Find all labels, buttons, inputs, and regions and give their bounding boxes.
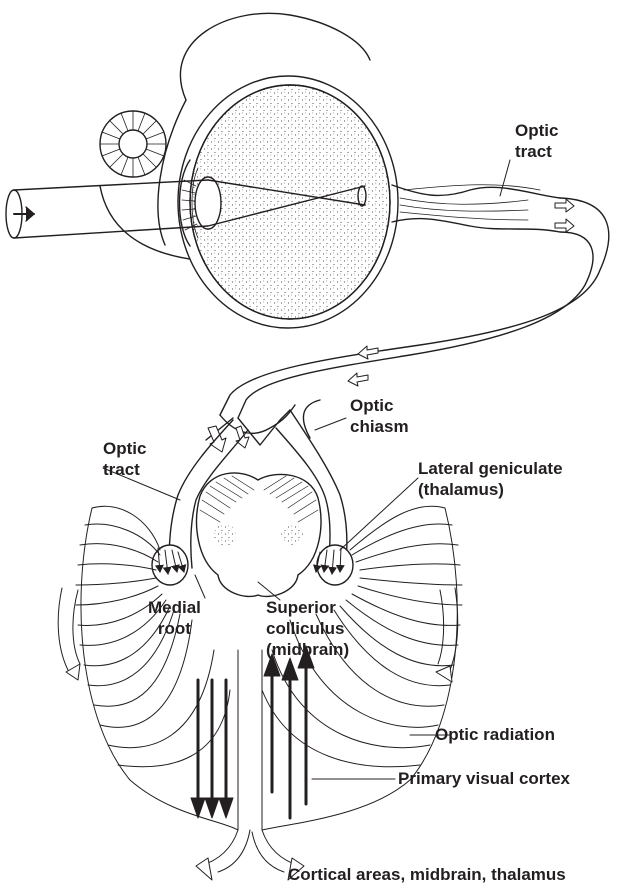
label-optic-radiation-text: Optic radiation [435, 724, 555, 745]
lateral-geniculate-right [316, 545, 353, 585]
label-optic-chiasm-line2: chiasm [350, 416, 409, 437]
cortex-arrows-left [191, 680, 233, 818]
label-optic-tract-left-line2: tract [103, 459, 146, 480]
label-optic-tract-top-line1: Optic [515, 120, 558, 141]
label-optic-chiasm: Optic chiasm [350, 395, 409, 437]
label-optic-tract-left-line1: Optic [103, 438, 146, 459]
label-optic-tract-top: Optic tract [515, 120, 558, 162]
label-optic-tract-left: Optic tract [103, 438, 146, 480]
iris [100, 111, 166, 177]
label-optic-tract-top-line2: tract [515, 141, 558, 162]
label-lateral-geniculate: Lateral geniculate (thalamus) [418, 458, 563, 500]
cortex-arrows-right [264, 646, 314, 818]
label-optic-chiasm-line1: Optic [350, 395, 409, 416]
label-cortical-areas: Cortical areas, midbrain, thalamus [288, 864, 566, 885]
label-superior-colliculus-line3: (midbrain) [266, 639, 349, 660]
label-medial-root: Medial root [148, 597, 201, 639]
label-lateral-geniculate-line2: (thalamus) [418, 479, 563, 500]
label-primary-visual-cortex-text: Primary visual cortex [398, 768, 570, 789]
label-lateral-geniculate-line1: Lateral geniculate [418, 458, 563, 479]
midbrain-section [197, 473, 321, 597]
label-medial-root-line1: Medial [148, 597, 201, 618]
eyeball [100, 13, 398, 328]
label-optic-radiation: Optic radiation [435, 724, 555, 745]
label-superior-colliculus-line1: Superior [266, 597, 349, 618]
label-medial-root-line2: root [148, 618, 201, 639]
label-superior-colliculus-line2: colliculus [266, 618, 349, 639]
label-cortical-areas-text: Cortical areas, midbrain, thalamus [288, 864, 566, 885]
label-superior-colliculus: Superior colliculus (midbrain) [266, 597, 349, 660]
label-primary-visual-cortex: Primary visual cortex [398, 768, 570, 789]
